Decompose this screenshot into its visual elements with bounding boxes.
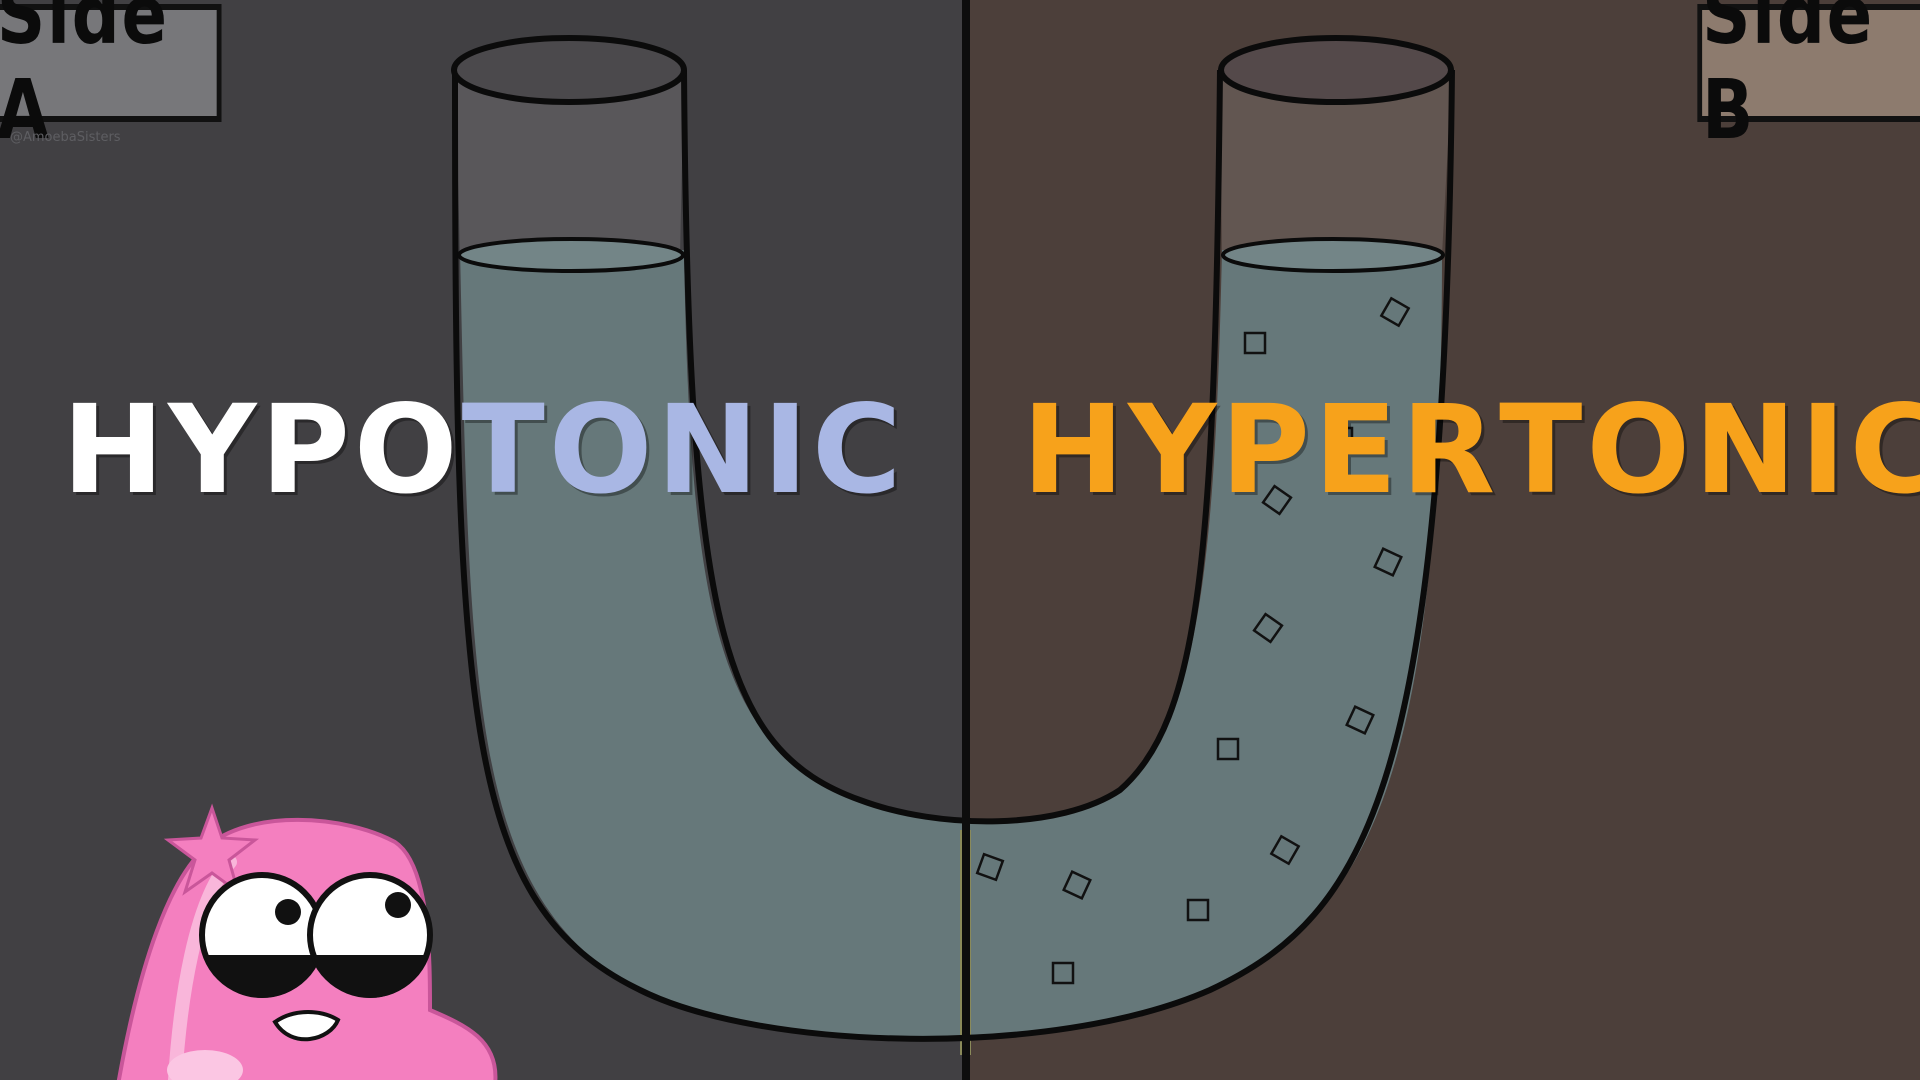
solute-particle-icon bbox=[1216, 737, 1240, 761]
right-water-surface bbox=[1221, 237, 1445, 273]
credit-watermark: @AmoebaSisters bbox=[10, 130, 121, 145]
u-tube-water bbox=[460, 250, 1442, 1039]
solute-particle-icon bbox=[1243, 331, 1267, 355]
center-divider bbox=[962, 0, 970, 1080]
solute-particle-icon bbox=[1269, 834, 1301, 866]
left-arm-glass bbox=[455, 70, 684, 255]
solute-particle-icon bbox=[1186, 898, 1210, 922]
hyper-suffix: TONIC bbox=[1499, 379, 1920, 521]
hypo-suffix: TONIC bbox=[461, 379, 906, 521]
amoeba-character-icon bbox=[116, 803, 498, 1080]
hypo-prefix: HYPO bbox=[62, 379, 462, 521]
solute-particle-icon bbox=[975, 852, 1005, 882]
star-icon bbox=[163, 803, 260, 896]
solute-particle-icon bbox=[1062, 870, 1092, 900]
u-tube-outline bbox=[452, 69, 1455, 1042]
solute-particle-icon bbox=[1330, 426, 1354, 450]
side-a-label: Side A bbox=[0, 0, 222, 158]
solute-particle-icon bbox=[1252, 612, 1284, 644]
u-tube-inner-outline bbox=[681, 69, 1223, 825]
right-arm-opening bbox=[1218, 35, 1454, 105]
side-b-label: Side B bbox=[1697, 0, 1920, 158]
right-arm-glass bbox=[1220, 70, 1452, 255]
left-water-surface bbox=[457, 237, 685, 273]
solute-particles bbox=[975, 296, 1411, 985]
solute-particle-icon bbox=[1379, 296, 1411, 328]
solute-particle-icon bbox=[1373, 547, 1403, 577]
hyper-prefix: HYPER bbox=[1022, 379, 1500, 521]
solute-particle-icon bbox=[1261, 484, 1293, 516]
left-arm-opening bbox=[451, 35, 687, 105]
solute-particle-icon bbox=[1345, 705, 1375, 735]
solute-particle-icon bbox=[1051, 961, 1075, 985]
